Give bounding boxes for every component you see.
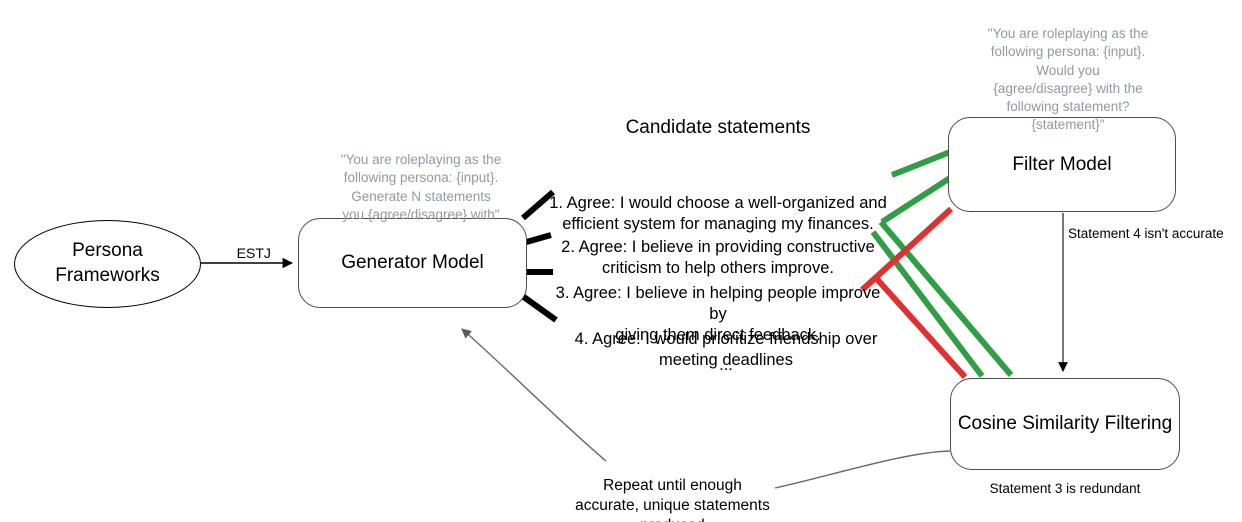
candidate-statements-heading: Candidate statements	[568, 117, 868, 140]
prompt-filter-text: "You are roleplaying as the following pe…	[987, 26, 1149, 133]
statement-tick-2	[522, 232, 552, 246]
node-generator-model-label: Generator Model	[341, 252, 484, 274]
candidate-statement-4-text: 4. Agree: I would prioritize friendship …	[574, 330, 878, 370]
candidate-statement-3: 3. Agree: I believe in helping people im…	[548, 262, 888, 346]
prompt-filter: "You are roleplaying as the following pe…	[968, 7, 1168, 135]
edge-cosine-to-feedback	[774, 450, 951, 489]
candidate-statement-3-text: 3. Agree: I believe in helping people im…	[555, 284, 881, 345]
node-generator-model[interactable]: Generator Model	[298, 218, 527, 308]
node-persona-frameworks-label: Persona Frameworks	[55, 240, 160, 286]
node-filter-model[interactable]: Filter Model	[948, 117, 1176, 212]
prompt-generator-text: "You are roleplaying as the following pe…	[340, 152, 502, 222]
candidate-statement-1-text: 1. Agree: I would choose a well-organize…	[549, 194, 887, 234]
candidate-statement-2-text: 2. Agree: I believe in providing constru…	[561, 238, 875, 278]
candidate-statements-heading-text: Candidate statements	[625, 117, 811, 138]
candidate-statement-1: 1. Agree: I would choose a well-organize…	[548, 172, 888, 235]
candidate-statement-2: 2. Agree: I believe in providing constru…	[548, 216, 888, 279]
candidate-statements-ellipsis: ...	[596, 356, 856, 375]
node-cosine-similarity-label: Cosine Similarity Filtering	[957, 413, 1173, 435]
edge-label-estj: ESTJ	[196, 227, 296, 280]
note-statement-3-redundant: Statement 3 is redundant	[955, 481, 1175, 498]
edge-label-estj-text: ESTJ	[236, 244, 271, 261]
note-statement-3-redundant-text: Statement 3 is redundant	[989, 481, 1141, 496]
accept-line-statement-2	[880, 175, 952, 225]
candidate-statements-ellipsis-text: ...	[719, 356, 733, 374]
prompt-generator: "You are roleplaying as the following pe…	[326, 133, 516, 224]
note-repeat-loop-text: Repeat until enough accurate, unique sta…	[575, 477, 770, 522]
edge-label-statement-4-inaccurate-text: Statement 4 isn't accurate	[1068, 226, 1224, 241]
edge-label-statement-4-inaccurate: Statement 4 isn't accurate	[1068, 226, 1242, 243]
node-filter-model-label: Filter Model	[1012, 153, 1112, 175]
note-repeat-loop: Repeat until enough accurate, unique sta…	[565, 456, 780, 522]
accept-line-to-cosine-1	[878, 220, 1014, 377]
node-cosine-similarity-filtering[interactable]: Cosine Similarity Filtering	[950, 378, 1180, 470]
accept-line-statement-1	[890, 149, 952, 178]
node-persona-frameworks[interactable]: Persona Frameworks	[14, 220, 201, 308]
candidate-statement-4: 4. Agree: I would prioritize friendship …	[556, 308, 896, 371]
